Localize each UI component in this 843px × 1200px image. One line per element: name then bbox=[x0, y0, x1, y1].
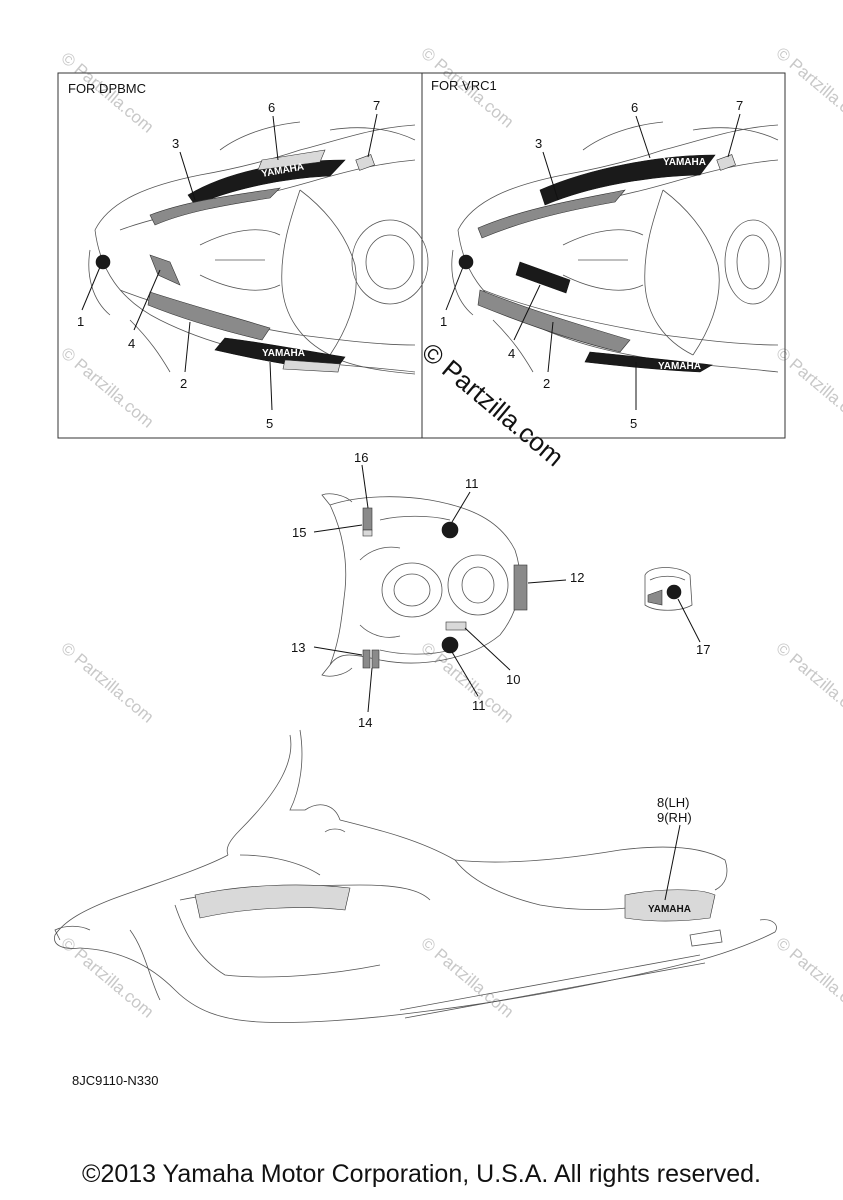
callout-9: 9(RH) bbox=[657, 810, 692, 825]
callout-6: 6 bbox=[631, 100, 638, 115]
panel-title-dpbmc: FOR DPBMC bbox=[68, 81, 146, 96]
watermark-small: © Partzilla.com bbox=[417, 639, 517, 727]
callout-5: 5 bbox=[266, 416, 273, 431]
callout-7: 7 bbox=[736, 98, 743, 113]
callout-14: 14 bbox=[358, 715, 372, 730]
callout-11: 11 bbox=[465, 476, 479, 491]
watermark-small: © Partzilla.com bbox=[417, 934, 517, 1022]
callout-1: 1 bbox=[77, 314, 84, 329]
watermark-small: © Partzilla.com bbox=[772, 639, 843, 727]
watermark-small: © Partzilla.com bbox=[57, 639, 157, 727]
part-17-view bbox=[644, 567, 693, 611]
callout-2: 2 bbox=[543, 376, 550, 391]
decal-word: YAMAHA bbox=[262, 348, 305, 359]
callout-17: 17 bbox=[696, 642, 710, 657]
watermark-small: © Partzilla.com bbox=[772, 44, 843, 132]
rear-top-view bbox=[321, 493, 528, 677]
panel-title-vrc1: FOR VRC1 bbox=[431, 78, 497, 93]
callout-3: 3 bbox=[535, 136, 542, 151]
callout-11: 11 bbox=[472, 698, 486, 713]
callout-13: 13 bbox=[291, 640, 305, 655]
hood-drawing-dpbmc: YAMAHA YAMAHA bbox=[88, 121, 429, 375]
callout-4: 4 bbox=[508, 346, 515, 361]
watermark-small: © Partzilla.com bbox=[57, 934, 157, 1022]
watermark-small: © Partzilla.com bbox=[772, 344, 843, 432]
watermark-main: © Partzilla.com bbox=[416, 337, 569, 473]
snowmobile-side-view: YAMAHA bbox=[54, 729, 777, 1023]
copyright-notice: ©2013 Yamaha Motor Corporation, U.S.A. A… bbox=[82, 1160, 761, 1188]
callout-7: 7 bbox=[373, 98, 380, 113]
callout-15: 15 bbox=[292, 525, 306, 540]
side-decal-word: YAMAHA bbox=[648, 904, 691, 915]
callout-5: 5 bbox=[630, 416, 637, 431]
decal-word: YAMAHA bbox=[658, 361, 701, 372]
callout-10: 10 bbox=[506, 672, 520, 687]
callout-4: 4 bbox=[128, 336, 135, 351]
watermark-small: © Partzilla.com bbox=[57, 344, 157, 432]
part-code: 8JC9110-N330 bbox=[72, 1073, 159, 1088]
callout-12: 12 bbox=[570, 570, 584, 585]
callout-1: 1 bbox=[440, 314, 447, 329]
callout-3: 3 bbox=[172, 136, 179, 151]
watermark-small: © Partzilla.com bbox=[772, 934, 843, 1022]
decal-word: YAMAHA bbox=[663, 157, 706, 168]
hood-drawing-vrc1: YAMAHA YAMAHA bbox=[451, 121, 782, 373]
callout-2: 2 bbox=[180, 376, 187, 391]
callout-6: 6 bbox=[268, 100, 275, 115]
callout-16: 16 bbox=[354, 450, 368, 465]
callout-8: 8(LH) bbox=[657, 795, 690, 810]
